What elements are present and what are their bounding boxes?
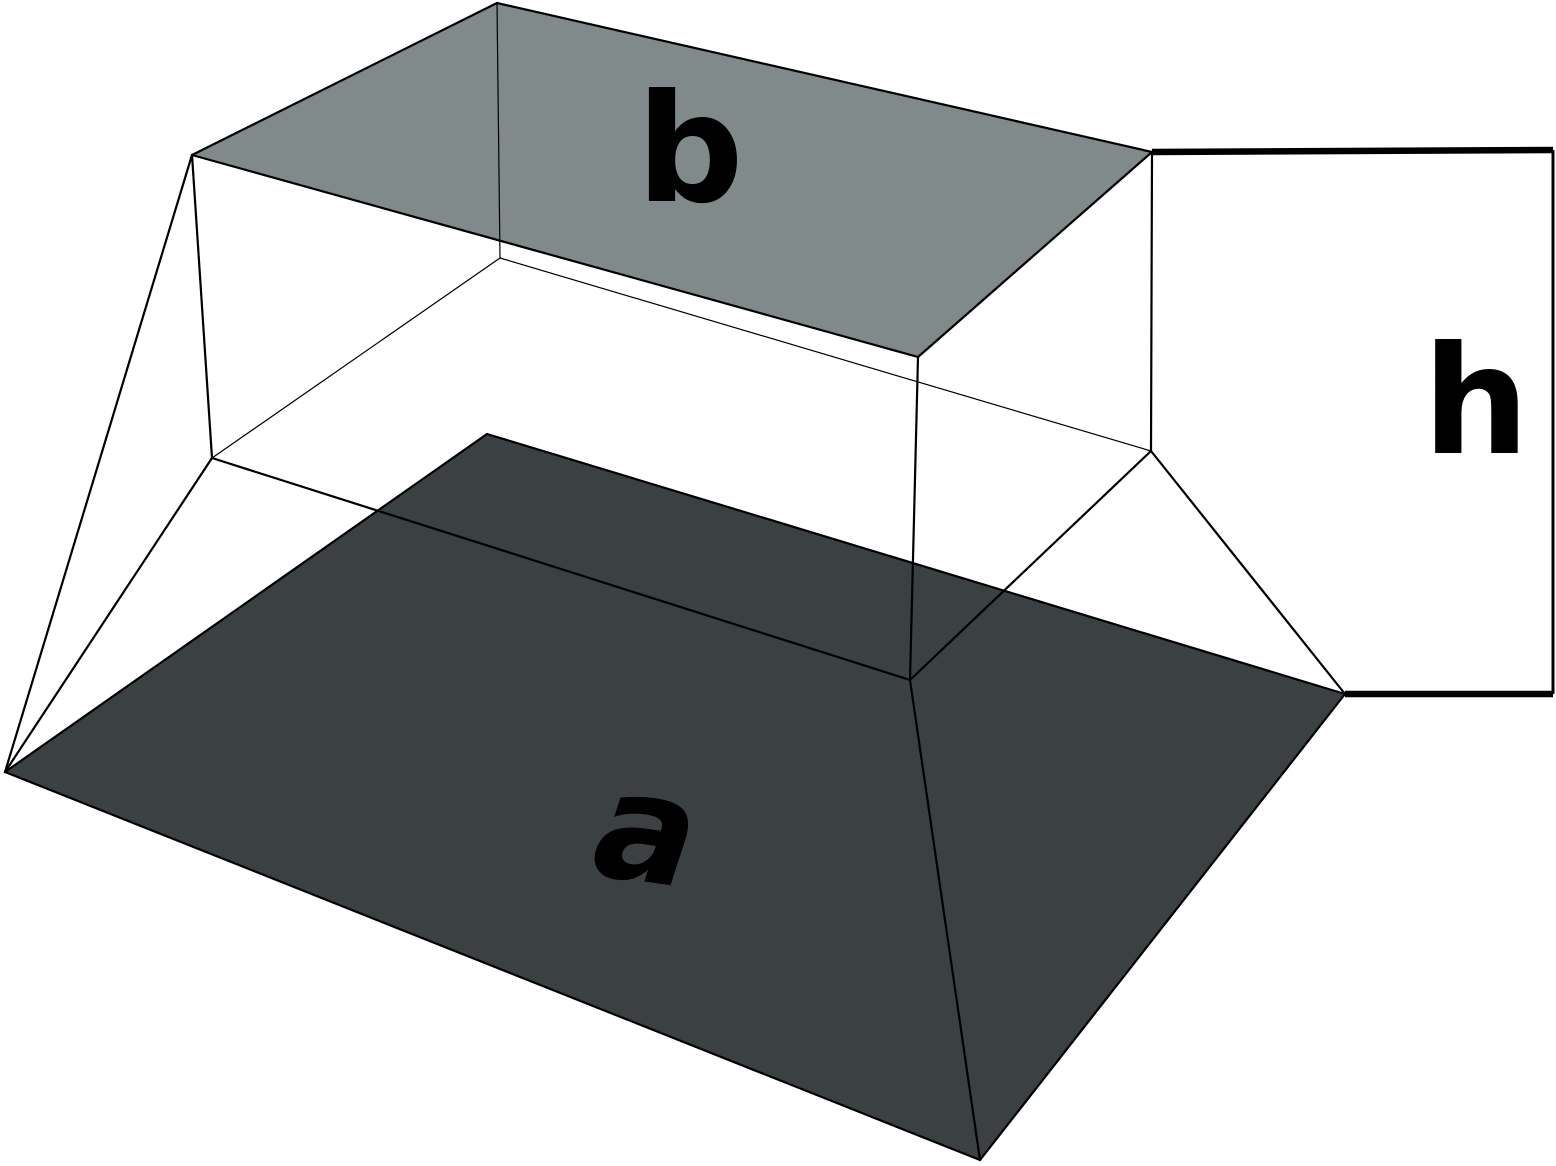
base-face-a-fill <box>5 434 1345 1160</box>
prism-vert-center-front <box>908 355 920 682</box>
prism-top-back-edge <box>495 1 1154 154</box>
prism-vert-right-back <box>1149 150 1154 453</box>
prism-hidden-diag-left <box>211 257 501 459</box>
projection-right-lower <box>1149 449 1347 696</box>
base-edge-front-left <box>3 770 982 1162</box>
projection-edges-group <box>3 153 1347 1162</box>
prism-bottom-front-edge <box>210 456 912 682</box>
prism-top-right-edge <box>916 150 1154 359</box>
prism-vert-hidden-left <box>496 2 501 259</box>
prism-top-front-edge <box>190 153 920 359</box>
base-edge-front-right <box>978 692 1347 1162</box>
prism-bottom-right-edge <box>908 449 1153 682</box>
base-outline-edges-group <box>3 432 1347 1162</box>
projection-left-lower <box>3 456 214 774</box>
projection-center-down <box>908 678 982 1162</box>
prism-hidden-diag-right <box>499 257 1152 452</box>
prism-vert-left-front <box>190 153 214 460</box>
height-rect-top-edge <box>1151 146 1554 156</box>
prism-edges-group <box>190 1 1154 682</box>
height-rectangle-edges-group <box>1151 146 1555 698</box>
prism-top-left-edge <box>190 1 499 157</box>
dimension-label-b: b <box>636 63 743 237</box>
base-edge-back-right <box>485 432 1347 696</box>
projection-left-upper <box>3 153 194 774</box>
dimension-label-h: h <box>1423 315 1530 489</box>
base-edge-back-left <box>3 432 489 774</box>
top-face-b-fill <box>192 3 1152 357</box>
